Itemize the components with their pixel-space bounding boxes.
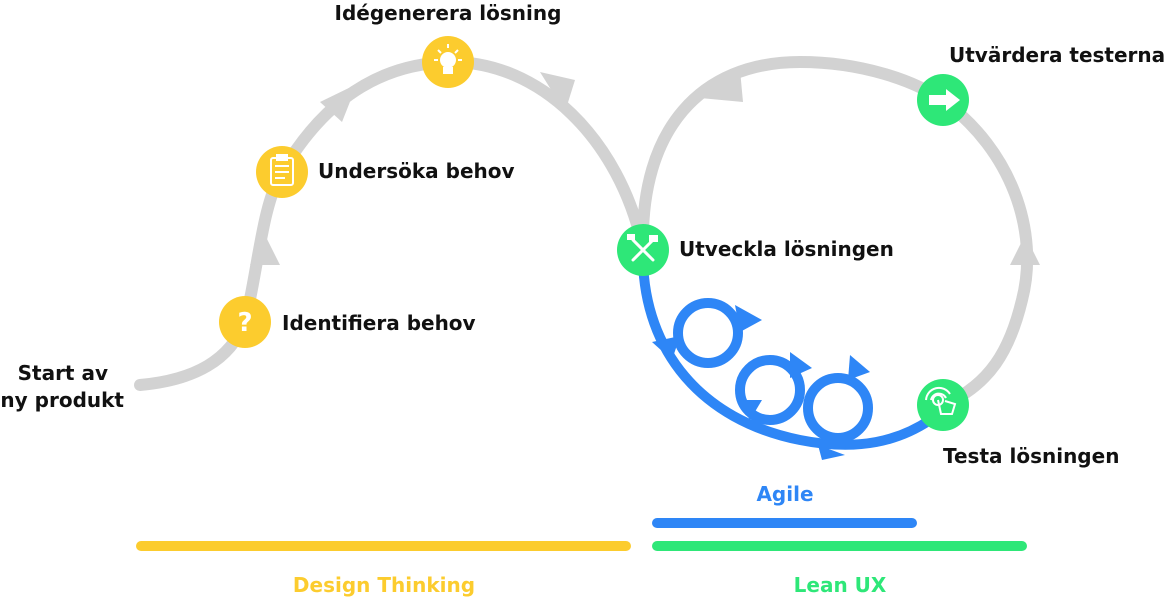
track-right-loop	[636, 55, 1034, 411]
track-arrow-loop-right	[1010, 235, 1040, 265]
agile-arrow-3	[790, 352, 812, 378]
track-arrow-loop-top	[700, 70, 743, 102]
start-label: Start av ny produkt	[0, 361, 124, 412]
agile-main-curve	[638, 255, 935, 450]
step-ideate: Idégenerera lösning	[335, 1, 562, 88]
test-node	[917, 379, 969, 431]
step-test: Testa lösningen	[917, 379, 1119, 468]
evaluate-label: Utvärdera testerna	[949, 43, 1165, 67]
track-arrow-upper-left	[320, 84, 357, 122]
step-develop: Utveckla lösningen	[617, 224, 894, 276]
identify-label: Identifiera behov	[282, 311, 476, 335]
lean-ux-legend-label: Lean UX	[794, 573, 887, 597]
agile-arrow-2	[652, 336, 680, 360]
ideate-label: Idégenerera lösning	[335, 1, 562, 25]
clipboard-icon	[270, 154, 294, 186]
agile-path	[638, 255, 935, 450]
agile-arrow-5	[848, 355, 870, 380]
start-label-line2: ny produkt	[0, 388, 124, 412]
track-arrow-upper-right	[540, 72, 575, 112]
agile-loop-1	[673, 298, 743, 368]
arrow-right-icon	[929, 89, 960, 111]
develop-label: Utveckla lösningen	[679, 237, 894, 261]
agile-arrow-4	[738, 400, 762, 420]
agile-arrows	[652, 305, 870, 460]
main-track	[134, 55, 1034, 411]
track-upper-arc	[276, 55, 649, 254]
agile-arrow-6	[818, 445, 845, 460]
touch-icon	[925, 386, 957, 415]
agile-arrow-1	[735, 305, 762, 332]
design-thinking-legend-label: Design Thinking	[293, 573, 475, 597]
legend: Agile Design Thinking Lean UX	[136, 482, 1027, 597]
test-label: Testa lösningen	[943, 444, 1119, 468]
start-label-line1: Start av	[18, 361, 108, 385]
track-arrows	[250, 70, 1040, 265]
step-research: Undersöka behov	[256, 146, 515, 198]
identify-node	[219, 296, 271, 348]
agile-loop-2	[735, 355, 805, 425]
track-arrow-up-left	[250, 235, 280, 265]
lightbulb-icon	[434, 44, 462, 74]
agile-legend-label: Agile	[756, 482, 813, 506]
step-evaluate: Utvärdera testerna	[917, 43, 1165, 126]
svg-text:?: ?	[237, 308, 252, 338]
research-label: Undersöka behov	[318, 159, 515, 183]
tools-icon	[627, 234, 658, 262]
agile-loop-3	[803, 373, 873, 443]
question-mark-icon: ?	[237, 308, 252, 338]
step-identify: ? Identifiera behov	[219, 296, 476, 348]
